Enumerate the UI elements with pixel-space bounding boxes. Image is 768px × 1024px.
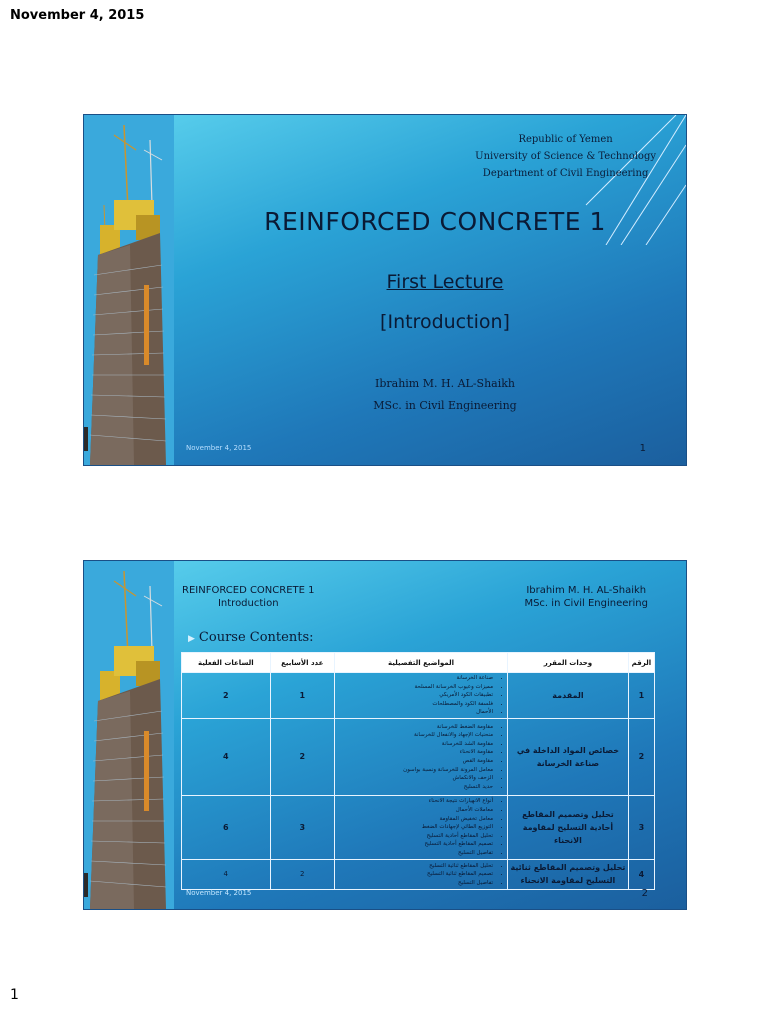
hours-cell: 6 [181, 794, 271, 860]
slide-title: REINFORCED CONCRETE 1 [264, 207, 606, 236]
hours-cell: 2 [181, 672, 271, 719]
slide2-author-block: Ibrahim M. H. AL-Shaikh MSc. in Civil En… [524, 584, 648, 610]
topics-cell: صناعة الخرسانة مميزات وعيوب الخرسانة الم… [333, 672, 509, 719]
lecture-topic: [Introduction] [380, 311, 510, 333]
topic-item: تحليل المقاطع ثنائية التسليح [339, 862, 493, 871]
row-number-cell: 3 [627, 794, 656, 860]
lecture-subtitle: First Lecture [386, 271, 504, 293]
topic-item: معاملات الأحمال [339, 806, 493, 815]
header-line: Republic of Yemen [518, 134, 613, 145]
unit-cell: المقدمة [507, 672, 629, 719]
topic-item: تفاصيل التسليح [339, 879, 493, 888]
decorative-lines [585, 115, 686, 245]
slide-2: REINFORCED CONCRETE 1 Introduction Ibrah… [83, 560, 687, 910]
page-date: November 4, 2015 [10, 8, 145, 23]
hours-cell: 4 [181, 858, 271, 890]
topic-item: منحنيات الإجهاد والانفعال للخرسانة [339, 731, 493, 740]
topic-item: تصميم المقاطع ثنائية التسليح [339, 870, 493, 879]
topic-item: مقاومة الانحناء [339, 748, 493, 757]
building-image [84, 115, 174, 465]
course-contents-heading: ▶Course Contents: [188, 630, 314, 645]
topics-cell: تحليل المقاطع ثنائية التسليح تصميم المقا… [333, 858, 509, 890]
column-header: الرقم [627, 652, 656, 673]
topics-cell: أنواع الانهيارات نتيجة الانحناء معاملات … [333, 794, 509, 860]
table-row: 4 2 تحليل المقاطع ثنائية التسليح تصميم ا… [181, 858, 656, 890]
column-header: المواضيع التفصيلية [333, 652, 509, 673]
column-header: وحدات المقرر [507, 652, 629, 673]
topic-item: تصميم المقاطع أحادية التسليح [339, 840, 494, 849]
unit-cell: خصائص المواد الداخلة في صناعة الخرسانة [507, 717, 629, 796]
author-degree: MSc. in Civil Engineering [524, 598, 648, 609]
table-row: 4 2 مقاومة الضغط للخرسانة منحنيات الإجها… [181, 717, 656, 796]
header-line: Department of Civil Engineering [482, 168, 649, 179]
row-number-cell: 1 [627, 672, 656, 719]
hours-cell: 4 [181, 717, 271, 796]
building-image [84, 561, 174, 909]
institution-header: Republic of Yemen University of Science … [475, 131, 656, 182]
unit-cell: تحليل وتصميم المقاطع أحادية التسليح لمقا… [507, 794, 629, 860]
topic-item: معامل المرونة للخرسانة ونسبة بواسون [339, 766, 493, 775]
header-line: University of Science & Technology [475, 151, 656, 162]
course-contents-table: الساعات الفعلية عدد الأسابيع المواضيع ال… [181, 652, 656, 890]
topic-item: تطبيقات الكود الأمريكي [339, 691, 493, 700]
slide-number: 1 [639, 443, 646, 454]
topic-item: التوزيع الطائي لإجهادات الضغط [339, 823, 493, 832]
unit-cell: تحليل وتصميم المقاطع ثنائية التسليح لمقا… [507, 858, 629, 890]
topics-cell: مقاومة الضغط للخرسانة منحنيات الإجهاد وا… [333, 717, 509, 796]
slide-footer-date: November 4, 2015 [186, 444, 252, 452]
triangle-bullet-icon: ▶ [188, 634, 195, 644]
author-block: Ibrahim M. H. AL-Shaikh MSc. in Civil En… [204, 373, 686, 417]
heading-text: Course Contents: [198, 630, 314, 645]
row-number-cell: 4 [627, 858, 656, 890]
topic-item: صناعة الخرسانة [339, 674, 494, 683]
topic-item: فلسفة الكود والمصطلحات [339, 700, 493, 709]
table-row: 6 3 أنواع الانهيارات نتيجة الانحناء معام… [181, 794, 656, 860]
topic-item: مقاومة القص [339, 757, 493, 766]
author-name: Ibrahim M. H. AL-Shaikh [375, 377, 515, 390]
topic-item: الأحمال [339, 708, 493, 717]
course-title: REINFORCED CONCRETE 1 [182, 585, 315, 596]
weeks-cell: 3 [269, 794, 335, 860]
column-header: الساعات الفعلية [181, 652, 271, 673]
topic-item: تفاصيل التسليح [339, 849, 493, 858]
topic-item: معامل تخفيض المقاومة [339, 815, 494, 824]
author-degree: MSc. in Civil Engineering [373, 399, 517, 412]
weeks-cell: 2 [269, 858, 335, 890]
weeks-cell: 1 [269, 672, 335, 719]
course-subtitle: Introduction [217, 598, 279, 609]
slide-number: 2 [641, 888, 648, 899]
page-number: 1 [10, 987, 19, 1003]
topic-item: مميزات وعيوب الخرسانة المسلحة [339, 683, 493, 692]
slide2-title-block: REINFORCED CONCRETE 1 Introduction [182, 584, 315, 610]
topic-item: مقاومة الشد للخرسانة [339, 740, 493, 749]
table-header-row: الساعات الفعلية عدد الأسابيع المواضيع ال… [181, 652, 656, 673]
row-number-cell: 2 [627, 717, 656, 796]
column-header: عدد الأسابيع [269, 652, 335, 673]
topic-item: حديد التسليح [339, 783, 493, 792]
weeks-cell: 2 [269, 717, 335, 796]
table-row: 2 1 صناعة الخرسانة مميزات وعيوب الخرسانة… [181, 672, 656, 719]
author-name: Ibrahim M. H. AL-Shaikh [526, 585, 647, 596]
slide-1: Republic of Yemen University of Science … [83, 114, 687, 466]
topic-item: مقاومة الضغط للخرسانة [339, 723, 493, 732]
topic-item: أنواع الانهيارات نتيجة الانحناء [339, 797, 493, 806]
topic-item: تحليل المقاطع أحادية التسليح [339, 832, 493, 841]
topic-item: الزحف والانكماش [339, 774, 494, 783]
slide-footer-date: November 4, 2015 [186, 889, 252, 897]
